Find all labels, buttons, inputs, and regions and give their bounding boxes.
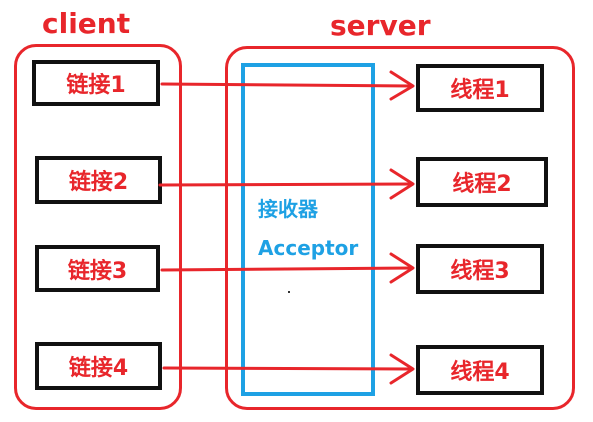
acceptor-box [241,63,375,396]
stray-dot [288,291,290,293]
client-group [14,44,182,410]
thread-node: 线程2 [416,157,548,207]
thread-node: 线程3 [416,244,544,294]
acceptor-cn-label: 接收器 [258,197,318,221]
thread-node: 线程4 [416,345,544,395]
thread-node: 线程1 [416,64,544,112]
acceptor-en-label: Acceptor [258,236,359,260]
connection-node: 链接4 [35,342,162,390]
server-group [225,46,575,410]
connection-node: 链接3 [35,245,160,292]
connection-node: 链接1 [32,60,160,106]
connection-node: 链接2 [35,156,162,204]
client-title: client [42,7,131,40]
server-title: server [330,9,431,42]
